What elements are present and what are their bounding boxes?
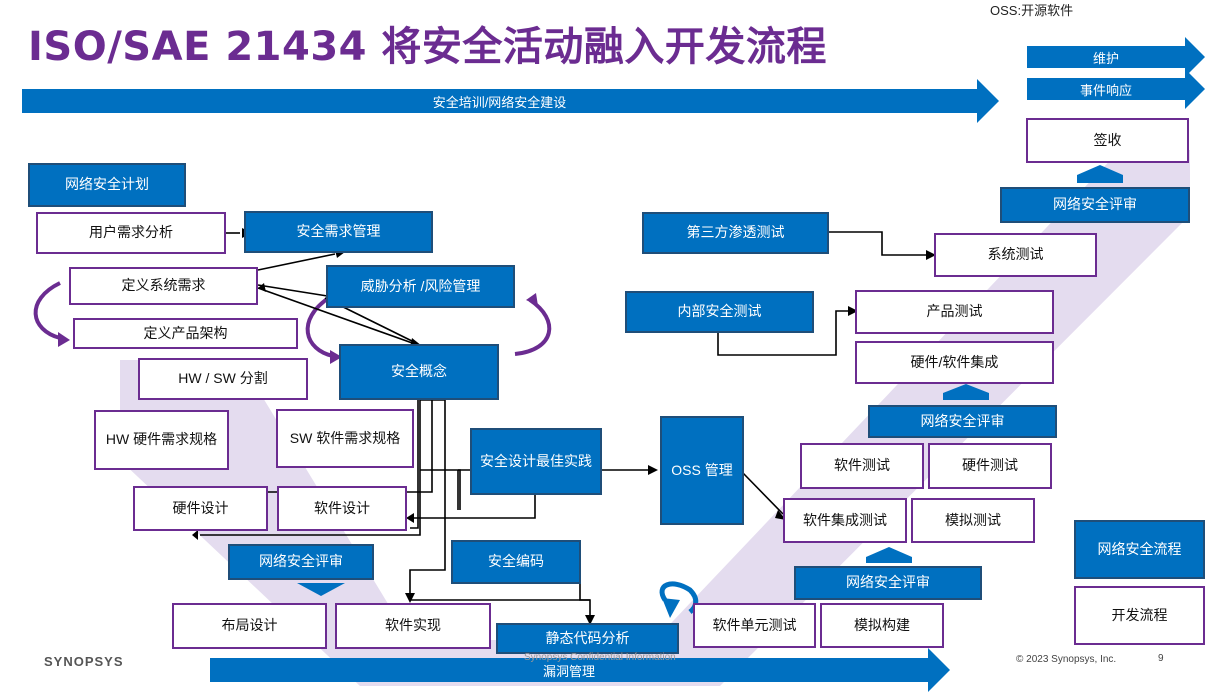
box-layout: 布局设计 xyxy=(172,603,327,649)
box-def-arch: 定义产品架构 xyxy=(73,318,298,349)
box-threat: 威胁分析 /风险管理 xyxy=(326,265,515,308)
box-secure-coding: 安全编码 xyxy=(451,540,581,584)
box-review-4: 网络安全评审 xyxy=(1000,187,1190,223)
synopsys-logo: SYNOPSYS xyxy=(44,654,124,669)
box-sw-int-test: 软件集成测试 xyxy=(783,498,907,543)
arrow-training: 安全培训/网络安全建设 xyxy=(22,89,977,113)
box-hw-sw-split: HW / SW 分割 xyxy=(138,358,308,400)
box-hw-req: HW 硬件需求规格 xyxy=(94,410,229,470)
box-sw-design: 软件设计 xyxy=(277,486,407,531)
up-arrow-signoff xyxy=(1077,165,1123,183)
box-sec-concept: 安全概念 xyxy=(339,344,499,400)
cycle-arrow-left xyxy=(33,281,61,340)
arrow-maintain-label: 维护 xyxy=(1092,50,1119,66)
connector-lines xyxy=(200,231,928,620)
down-arrow-review xyxy=(297,583,345,596)
box-signoff: 签收 xyxy=(1026,118,1189,163)
box-pentest: 第三方渗透测试 xyxy=(642,212,829,254)
arrow-incident: 事件响应 xyxy=(1027,78,1185,100)
copyright: © 2023 Synopsys, Inc. xyxy=(1016,654,1117,665)
box-oss-mgmt: OSS 管理 xyxy=(660,416,744,525)
box-best-practice: 安全设计最佳实践 xyxy=(470,428,602,495)
box-product-test: 产品测试 xyxy=(855,290,1054,334)
up-arrow-integration xyxy=(943,384,989,400)
box-sw-test: 软件测试 xyxy=(800,443,924,489)
box-hw-sw-int: 硬件/软件集成 xyxy=(855,341,1054,384)
confidential-note: Synopsys Confidential Information xyxy=(524,652,676,663)
arrow-training-label: 安全培训/网络安全建设 xyxy=(432,94,567,110)
box-sys-test: 系统测试 xyxy=(934,233,1097,277)
box-hw-test: 硬件测试 xyxy=(928,443,1052,489)
up-arrow-sw-int xyxy=(866,547,912,563)
cycle-arrow-mid xyxy=(305,295,334,358)
box-internal-test: 内部安全测试 xyxy=(625,291,814,333)
page-number: 9 xyxy=(1158,653,1164,664)
legend-dev: 开发流程 xyxy=(1074,586,1205,645)
arrow-vuln-label: 漏洞管理 xyxy=(542,663,595,679)
box-sim-test: 模拟测试 xyxy=(911,498,1035,543)
arrow-maintain: 维护 xyxy=(1027,46,1185,68)
box-review-2: 网络安全评审 xyxy=(794,566,982,600)
arrow-vuln: 漏洞管理 xyxy=(210,658,928,682)
cycle-arrow-right xyxy=(514,298,552,356)
box-sim-build: 模拟构建 xyxy=(820,603,944,648)
box-review-3: 网络安全评审 xyxy=(868,405,1057,438)
box-review-1: 网络安全评审 xyxy=(228,544,374,580)
box-user-req: 用户需求分析 xyxy=(36,212,226,254)
box-sec-req-mgmt: 安全需求管理 xyxy=(244,211,433,253)
box-static-analysis: 静态代码分析 xyxy=(496,623,679,654)
box-sw-impl: 软件实现 xyxy=(335,603,491,649)
page-title: ISO/SAE 21434 将安全活动融入开发流程 xyxy=(28,24,827,70)
box-cyber-plan: 网络安全计划 xyxy=(28,163,186,207)
oss-note: OSS:开源软件 xyxy=(990,3,1074,18)
legend-security: 网络安全流程 xyxy=(1074,520,1205,579)
box-def-sys-req: 定义系统需求 xyxy=(69,267,258,305)
cycle-arrows xyxy=(33,281,552,358)
box-unit-test: 软件单元测试 xyxy=(693,603,816,648)
box-hw-design: 硬件设计 xyxy=(133,486,268,531)
arrow-incident-label: 事件响应 xyxy=(1079,82,1132,98)
box-sw-req: SW 软件需求规格 xyxy=(276,409,414,468)
